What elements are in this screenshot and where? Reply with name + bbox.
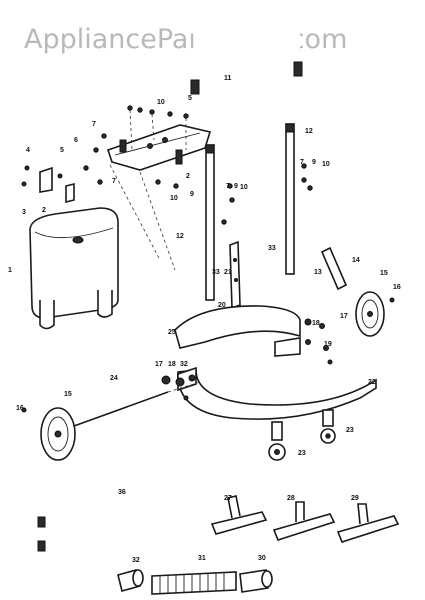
part-label: 4: [26, 147, 30, 154]
caster-part-23-rear: [320, 409, 336, 444]
part-label: 27: [224, 495, 232, 502]
part-label: 19: [324, 341, 332, 348]
part-label: 14: [352, 257, 360, 264]
bucket-holder-part-1: [29, 207, 119, 330]
part-label: 18: [168, 361, 176, 368]
part-label: 30: [258, 555, 266, 562]
clip-parts-left: [21, 165, 75, 204]
axle-part-24: [73, 381, 201, 427]
part-label: 31: [198, 555, 206, 562]
part-label: 22: [368, 379, 376, 386]
part-label: 32: [132, 557, 140, 564]
upright-tube-part-12-left: [205, 144, 215, 301]
part-label: 33: [268, 245, 276, 252]
part-label: 2: [186, 173, 190, 180]
axle-hardware-right: [304, 297, 395, 365]
base-frame-part-22: [177, 337, 377, 420]
part-label: 6: [74, 137, 78, 144]
part-label: 28: [287, 495, 295, 502]
wheel-part-15-left: [40, 407, 76, 461]
axle-hardware-left: [21, 374, 196, 413]
bracket-assembly: [106, 124, 212, 171]
part-label: 7: [112, 178, 116, 185]
part-label: 16: [16, 405, 24, 412]
part-label: 18: [312, 320, 320, 327]
part-label: 5: [60, 147, 64, 154]
floor-tool-part-28: [272, 501, 336, 541]
part-label: 21: [224, 269, 232, 276]
part-label: 15: [64, 391, 72, 398]
part-labels: 11 12 12 1 2 3 4 5 6 7 2 7 9 10 5 10 7 9…: [8, 75, 401, 564]
part-label: 10: [240, 184, 248, 191]
extension-wands-part-36: [37, 509, 189, 552]
part-label: 1: [8, 267, 12, 274]
part-label: 23: [298, 450, 306, 457]
part-label: 9: [312, 159, 316, 166]
part-label: 24: [110, 375, 118, 382]
floor-tool-part-27: [210, 495, 268, 535]
caster-part-23-front: [268, 421, 286, 461]
part-label: 32: [180, 361, 188, 368]
part-label: 29: [351, 495, 359, 502]
part-label: 16: [393, 284, 401, 291]
floor-tool-part-29: [336, 503, 400, 543]
fasteners-top: [83, 105, 313, 271]
part-label: 36: [118, 489, 126, 496]
part-label: 20: [218, 302, 226, 309]
part-label: 11: [224, 75, 232, 82]
handle-part-11: [190, 10, 303, 95]
part-label: 2: [42, 207, 46, 214]
part-label: 23: [346, 427, 354, 434]
hose-cuff-part-32: [117, 569, 144, 592]
part-label: 7: [226, 183, 230, 190]
part-label: 13: [314, 269, 322, 276]
part-label: 25: [168, 329, 176, 336]
part-label: 17: [155, 361, 163, 368]
part-label: 33: [212, 269, 220, 276]
side-bracket-center: [229, 240, 241, 310]
part-label: 5: [188, 95, 192, 102]
part-label: 12: [305, 128, 313, 135]
part-label: 7: [300, 159, 304, 166]
part-label: 12: [176, 233, 184, 240]
upright-tube-part-12-right: [285, 123, 295, 275]
wheel-part-15-right: [355, 291, 385, 337]
part-label: 3: [22, 209, 26, 216]
hose-part-31: [151, 571, 237, 595]
part-label: 9: [234, 183, 238, 190]
part-label: 17: [340, 313, 348, 320]
base-frame-part-25: [174, 305, 301, 349]
part-label: 10: [157, 99, 165, 106]
part-label: 10: [322, 161, 330, 168]
part-label: 10: [170, 195, 178, 202]
part-label: 15: [380, 270, 388, 277]
hose-cuff-part-30: [239, 569, 273, 593]
side-bracket-part-14: [320, 246, 348, 291]
part-label: 9: [190, 191, 194, 198]
part-label: 7: [92, 121, 96, 128]
